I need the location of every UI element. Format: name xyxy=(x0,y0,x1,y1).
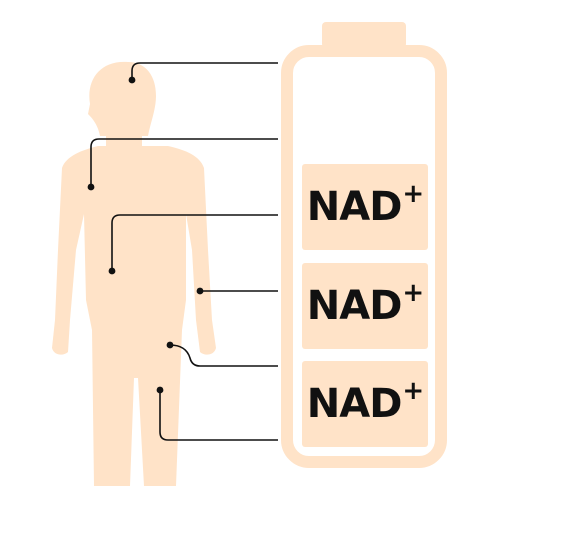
connector-leg xyxy=(159,390,278,441)
head-shape xyxy=(88,61,156,137)
dot-leg xyxy=(156,386,164,394)
connector-lines xyxy=(90,62,278,441)
dot-arm xyxy=(196,287,204,295)
torso-shape xyxy=(52,146,216,486)
battery-cell-1 xyxy=(302,164,428,250)
neck-shape xyxy=(106,130,142,150)
human-body-silhouette xyxy=(52,61,216,486)
dot-torso xyxy=(108,267,116,275)
battery-outline xyxy=(281,45,447,468)
battery-icon xyxy=(281,22,447,468)
battery-cell-3 xyxy=(302,361,428,447)
connector-head xyxy=(131,62,278,80)
battery-cell-2 xyxy=(302,263,428,349)
dot-shoulder xyxy=(87,183,95,191)
battery-terminal xyxy=(322,22,406,48)
connector-hip xyxy=(169,344,278,367)
dot-hip xyxy=(166,341,174,349)
connector-shoulder xyxy=(90,138,278,187)
connector-torso xyxy=(111,214,278,271)
dot-head xyxy=(128,76,136,84)
connector-dots xyxy=(87,76,204,394)
